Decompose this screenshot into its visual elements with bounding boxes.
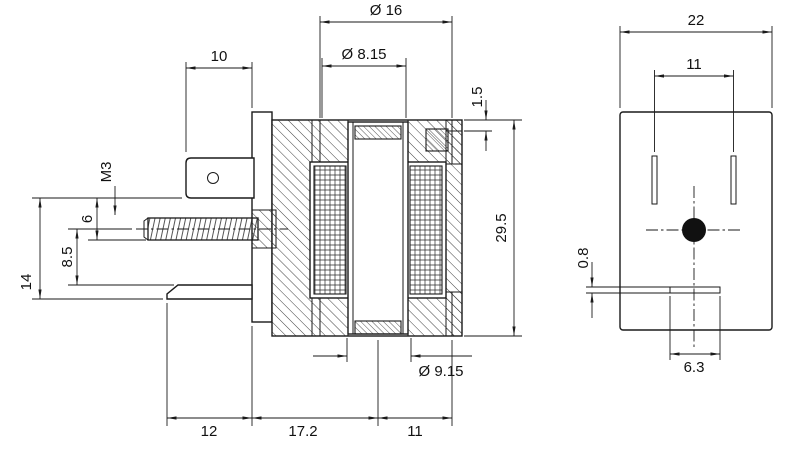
dim-label-12: 12 [201,423,218,440]
dim-len8-5: 8.5 [59,228,174,286]
dim-len10: 10 [185,48,253,152]
dim-len6-3: 6.3 [669,296,721,376]
winding-right [409,165,443,295]
dim-label-8-5: 8.5 [59,247,76,268]
dim-label-11-side: 11 [686,56,702,73]
dim-label-1-5: 1.5 [469,87,486,108]
terminal-slot-left [651,155,658,205]
dim-pitch11: 11 [654,56,734,152]
dim-label-22: 22 [688,12,705,29]
mounting-bracket [166,284,253,300]
dim-label-6: 6 [79,215,96,223]
terminal-slot-right [730,155,737,205]
dim-label-0-8: 0.8 [575,248,592,269]
dim-label-dia9-15: Ø 9.15 [418,363,463,380]
terminal-hole [207,172,219,184]
winding-left [313,165,347,295]
tube-flange-bottom [354,320,402,335]
dim-len14: 14 [18,198,163,300]
dim-h29-5: 29.5 [464,120,522,337]
dim-thk1-5: 1.5 [464,87,522,151]
dim-dia16: Ø 16 [319,2,453,118]
dim-dia8-15: Ø 8.15 [321,46,407,118]
dim-label-14: 14 [18,274,35,291]
dim-label-10: 10 [211,48,228,65]
dim-label-6-3: 6.3 [684,359,705,376]
center-pin-dot [682,218,706,242]
dim-label-dia16: Ø 16 [370,2,403,19]
retaining-clip [425,128,449,152]
molding-hatch-top-left [311,119,349,165]
dim-label-m3: M3 [98,162,115,183]
side-view: 22 11 0.8 6.3 [575,12,773,376]
dim-thk0-8: 0.8 [575,248,670,318]
tube-flange-top [354,125,402,140]
front-view: 10 Ø 16 Ø 8.15 1.5 M3 [18,2,522,440]
dim-label-11-front: 11 [407,423,423,440]
core-tube [347,121,409,335]
dim-len6: 6 [32,197,182,241]
dim-label-dia8-15: Ø 8.15 [341,46,386,63]
bottom-rib [669,286,721,294]
dim-bottom-row: 12 17.2 11 [166,303,453,440]
dim-thread-m3: M3 [98,162,117,215]
terminal-blade [185,157,255,199]
dim-label-17-2: 17.2 [288,423,317,440]
molding-hatch-left [271,119,313,337]
dim-dia9-15: Ø 9.15 [313,338,472,380]
dim-label-29-5: 29.5 [493,213,510,242]
dim-w22: 22 [619,12,773,108]
